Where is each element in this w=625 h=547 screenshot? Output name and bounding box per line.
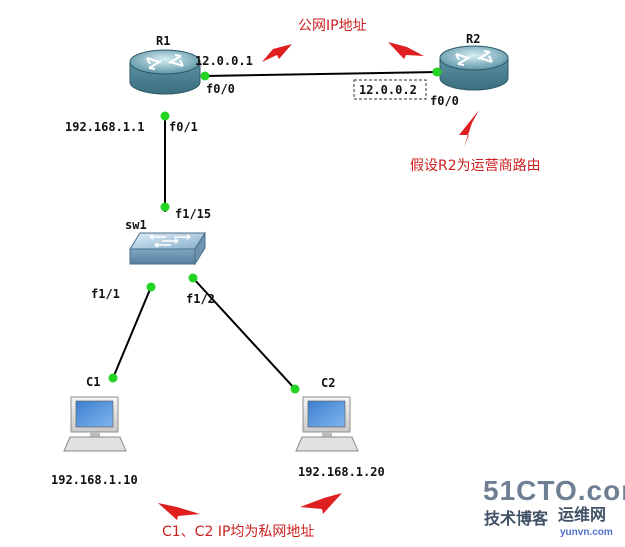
ip-label-r1-lan: 192.168.1.1: [65, 120, 144, 134]
router-arrows-icon: [146, 54, 184, 70]
port-dots: [108, 67, 442, 394]
keyboard-icon: [63, 436, 127, 452]
ip-label-r1-wan: 12.0.0.1: [195, 54, 253, 68]
pc-c1[interactable]: [63, 396, 127, 452]
ip-box-r2: [353, 79, 427, 100]
port-dot-c1: [108, 373, 118, 383]
ip-label-r2: 12.0.0.2: [359, 83, 417, 97]
interface-label-sw1-f1-1: f1/1: [91, 287, 120, 301]
annotation-r2-isp: 假设R2为运营商路由: [410, 158, 541, 174]
interface-label-r1-f0-0: f0/0: [206, 82, 235, 96]
device-label-c1: C1: [86, 375, 100, 389]
annotation-public-ip: 公网IP地址: [298, 18, 367, 34]
annotation-private-ip: C1、C2 IP均为私网地址: [162, 524, 314, 540]
monitor-screen-icon: [307, 400, 346, 428]
pc-c2[interactable]: [295, 396, 359, 452]
keyboard-icon: [295, 436, 359, 452]
watermark: 51CTO.com 技术博客 运维网 yunvn.com: [483, 475, 625, 538]
watermark-site: 51CTO.com: [483, 475, 625, 506]
router-arrows-icon: [455, 50, 493, 66]
watermark-tagline: 技术博客: [484, 509, 549, 528]
watermark-partner-url: yunvn.com: [560, 527, 613, 538]
port-dot-c2: [290, 384, 300, 394]
arrow-to-r2: [459, 110, 479, 147]
port-dot-sw1-f1-2: [188, 273, 198, 283]
switch-arrows-icon: [149, 234, 191, 248]
router-r2[interactable]: [439, 45, 509, 91]
watermark-partner: 运维网: [558, 505, 606, 524]
interface-label-r1-f0-1: f0/1: [169, 120, 198, 134]
ip-label-c1: 192.168.1.10: [51, 473, 138, 487]
interface-label-r2-f0-0: f0/0: [430, 94, 459, 108]
port-dot-r1-f0-0: [200, 71, 210, 81]
arrow-to-c1: [158, 503, 200, 520]
device-label-sw1: sw1: [125, 218, 147, 232]
arrow-to-r2-ip: [388, 42, 424, 59]
router-r1[interactable]: [129, 49, 201, 95]
interface-label-sw1-f1-15: f1/15: [175, 207, 211, 221]
link-r1-r2: [204, 71, 438, 77]
port-dot-r1-f0-1: [160, 111, 170, 121]
device-label-r2: R2: [466, 32, 480, 46]
port-dot-r2-f0-0: [432, 67, 442, 77]
port-dot-sw1-f1-1: [146, 282, 156, 292]
device-label-r1: R1: [156, 34, 170, 48]
arrow-to-r1-ip: [262, 44, 292, 62]
port-dot-sw1-f1-15: [160, 202, 170, 212]
arrow-to-c2: [300, 493, 342, 514]
interface-label-sw1-f1-2: f1/2: [186, 292, 215, 306]
device-label-c2: C2: [321, 376, 335, 390]
link-sw1-c1: [112, 286, 152, 379]
monitor-screen-icon: [75, 400, 114, 428]
ip-label-c2: 192.168.1.20: [298, 465, 385, 479]
switch-sw1[interactable]: [129, 231, 206, 266]
link-sw1-c2: [192, 277, 296, 390]
annotation-arrows: [158, 42, 479, 520]
